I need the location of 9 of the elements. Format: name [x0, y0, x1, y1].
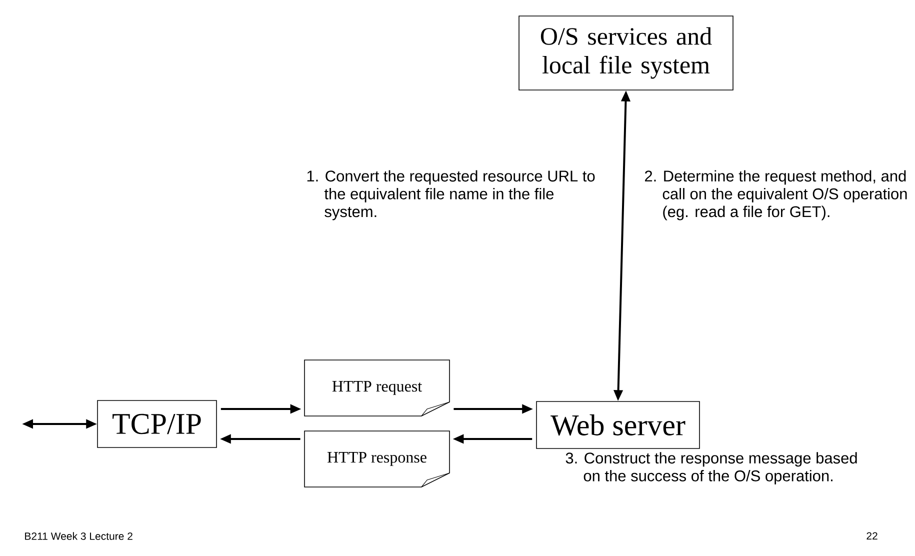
document-note: HTTP response [304, 430, 450, 488]
process-box: Web server [536, 401, 700, 449]
step-note: 1. Convert the requested resource URL to the equivalent file name in the file system. [307, 170, 595, 220]
process-box: TCP/IP [97, 400, 217, 448]
footer-text: B211 Week 3 Lecture 2 [25, 532, 132, 540]
process-box: O/S services and local file system [518, 16, 734, 90]
step-note: 2. Determine the request method, and call on the equivalent O/S operation (eg. read a file for GET). [645, 170, 907, 220]
page-number: 22 [866, 532, 878, 540]
document-note: HTTP request [304, 360, 450, 416]
